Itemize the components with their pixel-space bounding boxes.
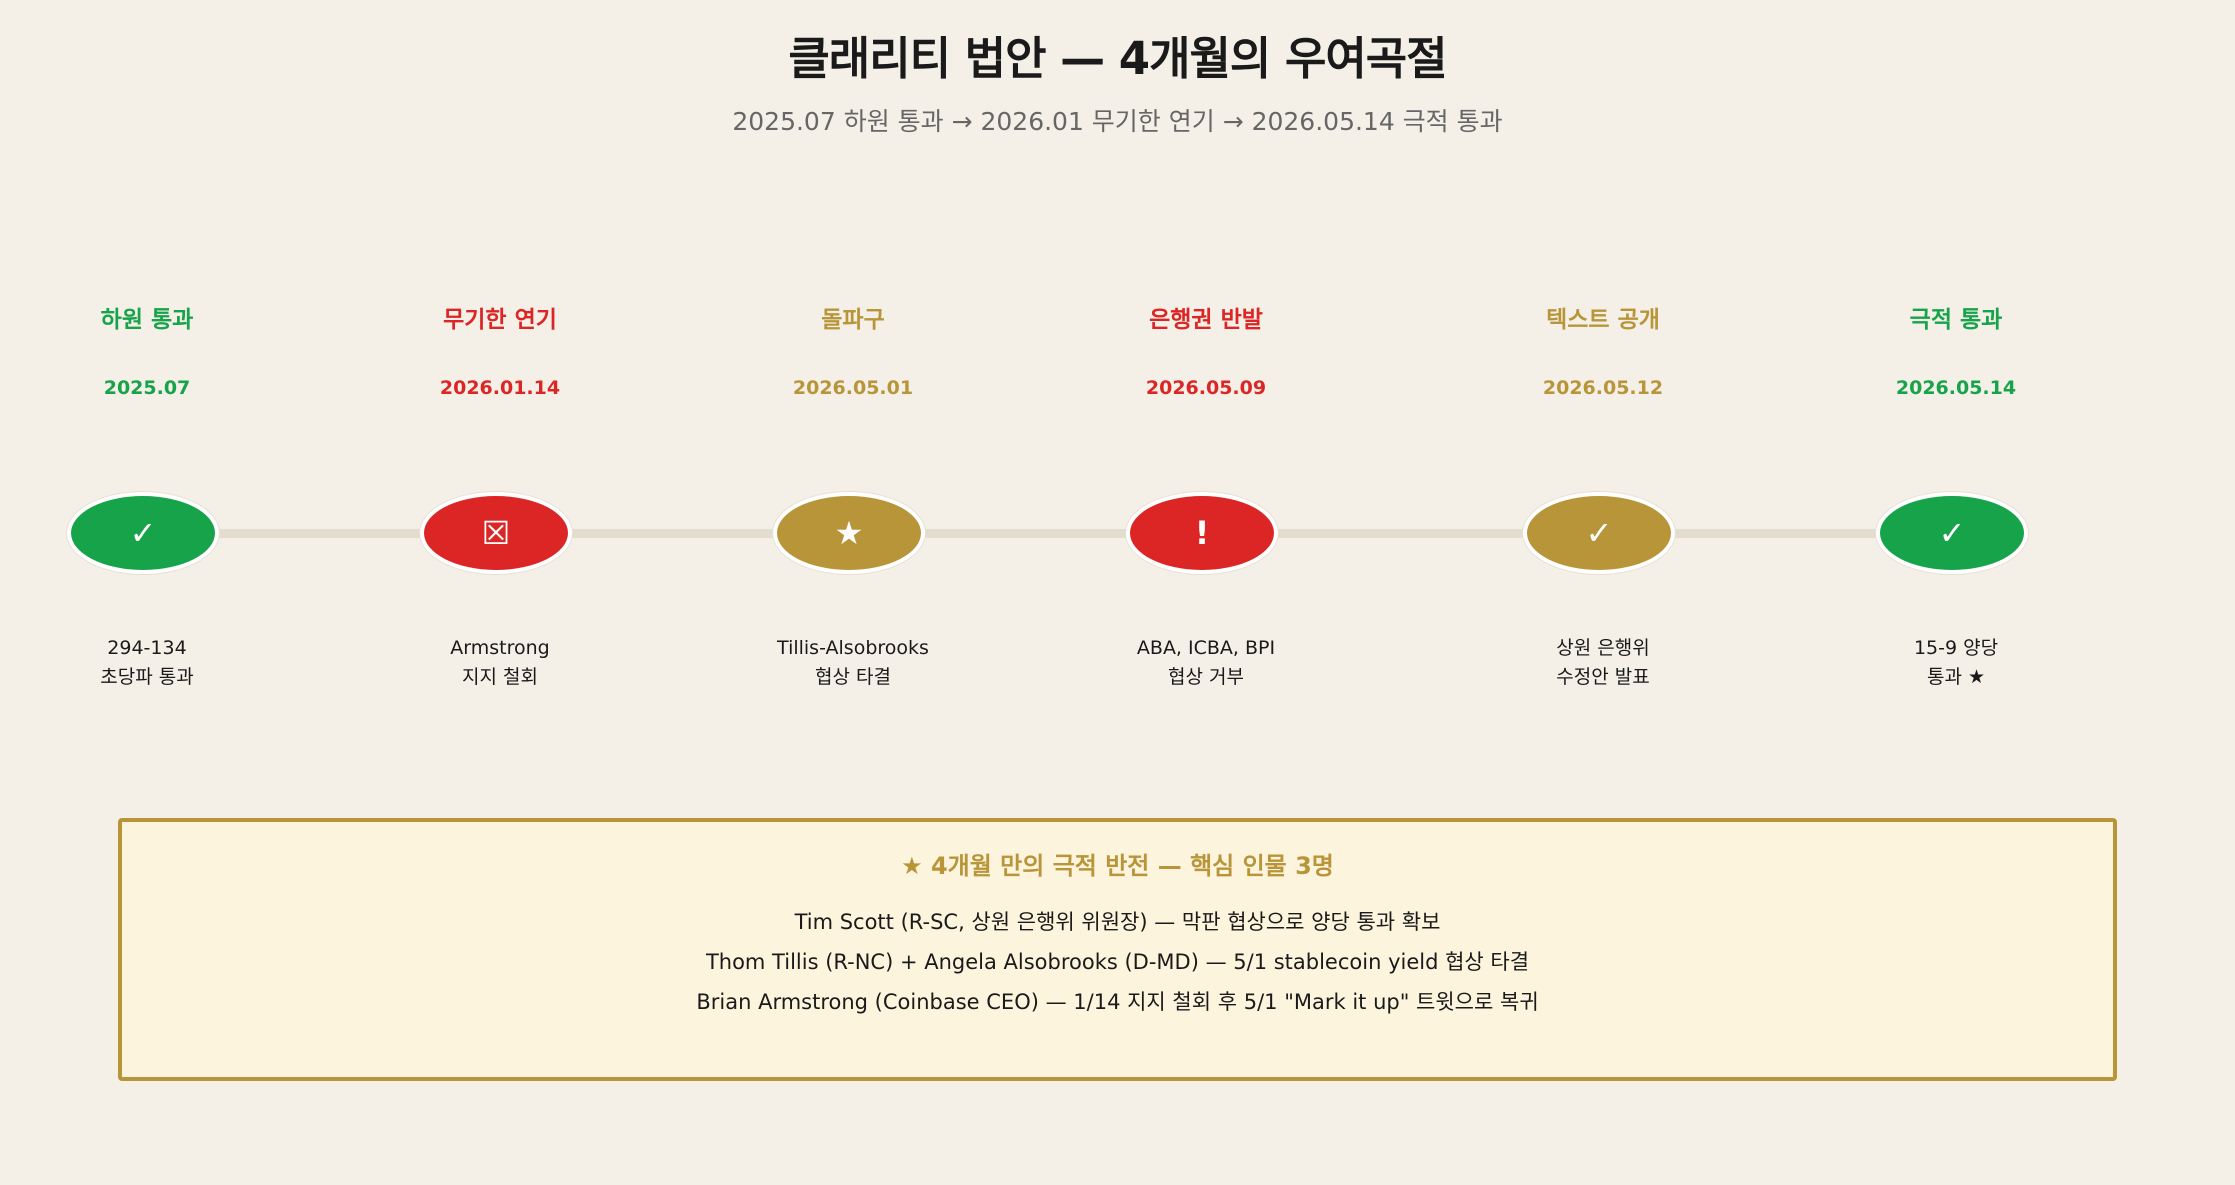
callout-title: ★ 4개월 만의 극적 반전 — 핵심 인물 3명 <box>901 852 1334 880</box>
stage-desc-line: 상원 은행위 <box>1556 637 1650 659</box>
stage-description: Armstrong 지지 철회 <box>350 634 650 692</box>
stage-desc-line: 초당파 통과 <box>100 666 194 688</box>
page-subtitle: 2025.07 하원 통과 → 2026.01 무기한 연기 → 2026.05… <box>732 107 1503 136</box>
boxed-x-icon: ☒ <box>420 492 572 574</box>
stage-date: 2026.05.01 <box>792 377 914 399</box>
page-title: 클래리티 법안 — 4개월의 우여곡절 <box>788 32 1447 85</box>
stage-label: 은행권 반발 <box>1149 307 1263 333</box>
stage-date: 2026.01.14 <box>439 377 561 399</box>
stage-desc-line: 협상 거부 <box>1168 666 1244 688</box>
stage-date: 2025.07 <box>103 377 191 399</box>
callout-line: Brian Armstrong (Coinbase CEO) — 1/14 지지… <box>696 990 1539 1014</box>
timeline-track <box>147 529 1957 538</box>
stage-desc-line: 협상 타결 <box>815 666 891 688</box>
stage-label: 하원 통과 <box>100 307 194 333</box>
stage-description: 294-134 초당파 통과 <box>0 634 297 692</box>
stage-desc-line: 15-9 양당 <box>1913 637 1999 659</box>
stage-desc-line: 지지 철회 <box>462 666 538 688</box>
stage-desc-line: 수정안 발표 <box>1556 666 1650 688</box>
stage-description: 상원 은행위 수정안 발표 <box>1453 634 1753 692</box>
stage-description: Tillis-Alsobrooks 협상 타결 <box>703 634 1003 692</box>
stage-date: 2026.05.09 <box>1145 377 1267 399</box>
key-people-callout: ★ 4개월 만의 극적 반전 — 핵심 인물 3명 Tim Scott (R-S… <box>118 818 2117 1081</box>
stage-desc-line: ABA, ICBA, BPI <box>1136 637 1276 659</box>
stage-date: 2026.05.12 <box>1542 377 1664 399</box>
callout-line: Thom Tillis (R-NC) + Angela Alsobrooks (… <box>705 950 1530 974</box>
stage-description: ABA, ICBA, BPI 협상 거부 <box>1056 634 1356 692</box>
exclamation-icon: ! <box>1126 492 1278 574</box>
stage-date: 2026.05.14 <box>1895 377 2017 399</box>
stage-description: 15-9 양당 통과 ★ <box>1806 634 2106 692</box>
stage-label: 돌파구 <box>821 307 885 333</box>
check-icon: ✓ <box>1876 492 2028 574</box>
stage-desc-line: Armstrong <box>450 637 550 659</box>
stage-desc-line: Tillis-Alsobrooks <box>777 637 929 659</box>
star-icon: ★ <box>773 492 925 574</box>
check-icon: ✓ <box>1523 492 1675 574</box>
stage-label: 텍스트 공개 <box>1546 307 1660 333</box>
stage-desc-line: 통과 ★ <box>1926 666 1986 688</box>
check-icon: ✓ <box>67 492 219 574</box>
callout-line: Tim Scott (R-SC, 상원 은행위 위원장) — 막판 협상으로 양… <box>794 910 1441 934</box>
stage-label: 무기한 연기 <box>443 307 557 333</box>
stage-desc-line: 294-134 <box>107 637 187 659</box>
stage-label: 극적 통과 <box>1909 307 2003 333</box>
